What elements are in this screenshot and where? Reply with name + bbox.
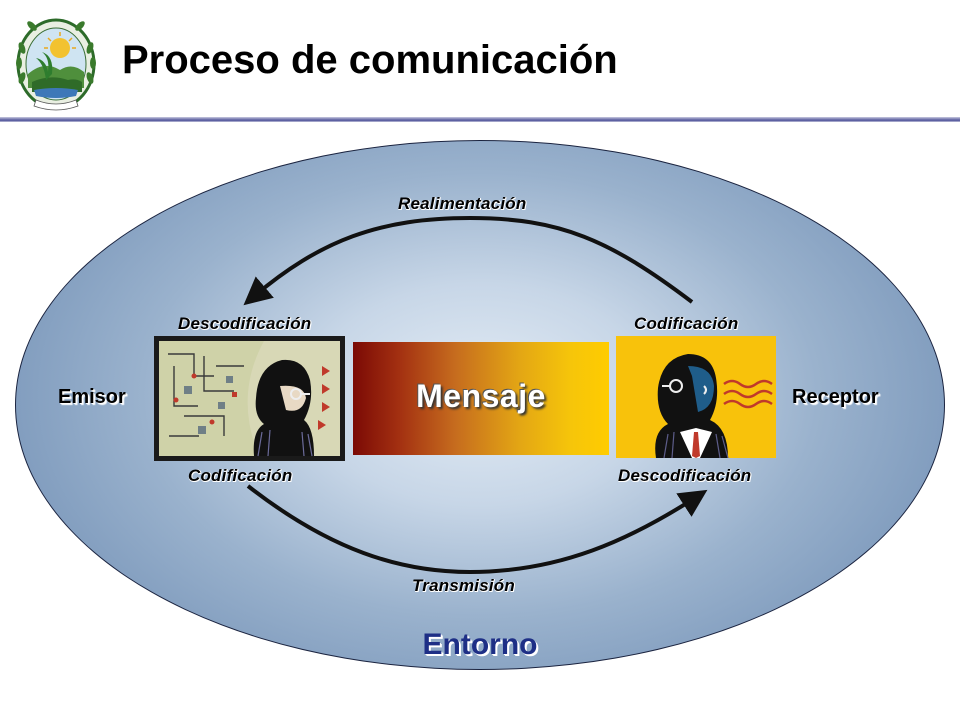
- feedback-arrow: [243, 215, 694, 306]
- receiver-illustration: [616, 336, 776, 459]
- feedback-label: Realimentación: [398, 194, 527, 213]
- receiver-label: Receptor: [792, 386, 879, 408]
- transmission-label: Transmisión: [412, 576, 515, 595]
- sender-bottom-label: Codificación: [188, 466, 293, 485]
- environment-label: Entorno: [422, 628, 538, 661]
- sender-illustration: [154, 336, 345, 461]
- message-box: [353, 342, 609, 455]
- message-label: Mensaje: [416, 378, 546, 414]
- page-title: Proceso de comunicación: [122, 38, 618, 82]
- sender-label: Emisor: [58, 386, 126, 408]
- transmission-arrow: [246, 484, 708, 575]
- sender-top-label: Descodificación: [178, 314, 312, 333]
- receiver-bottom-label: Descodificación: [618, 466, 752, 485]
- university-logo: [10, 8, 102, 116]
- header-divider: [0, 117, 960, 122]
- receiver-top-label: Codificación: [634, 314, 739, 333]
- university-seal-icon: [16, 18, 96, 111]
